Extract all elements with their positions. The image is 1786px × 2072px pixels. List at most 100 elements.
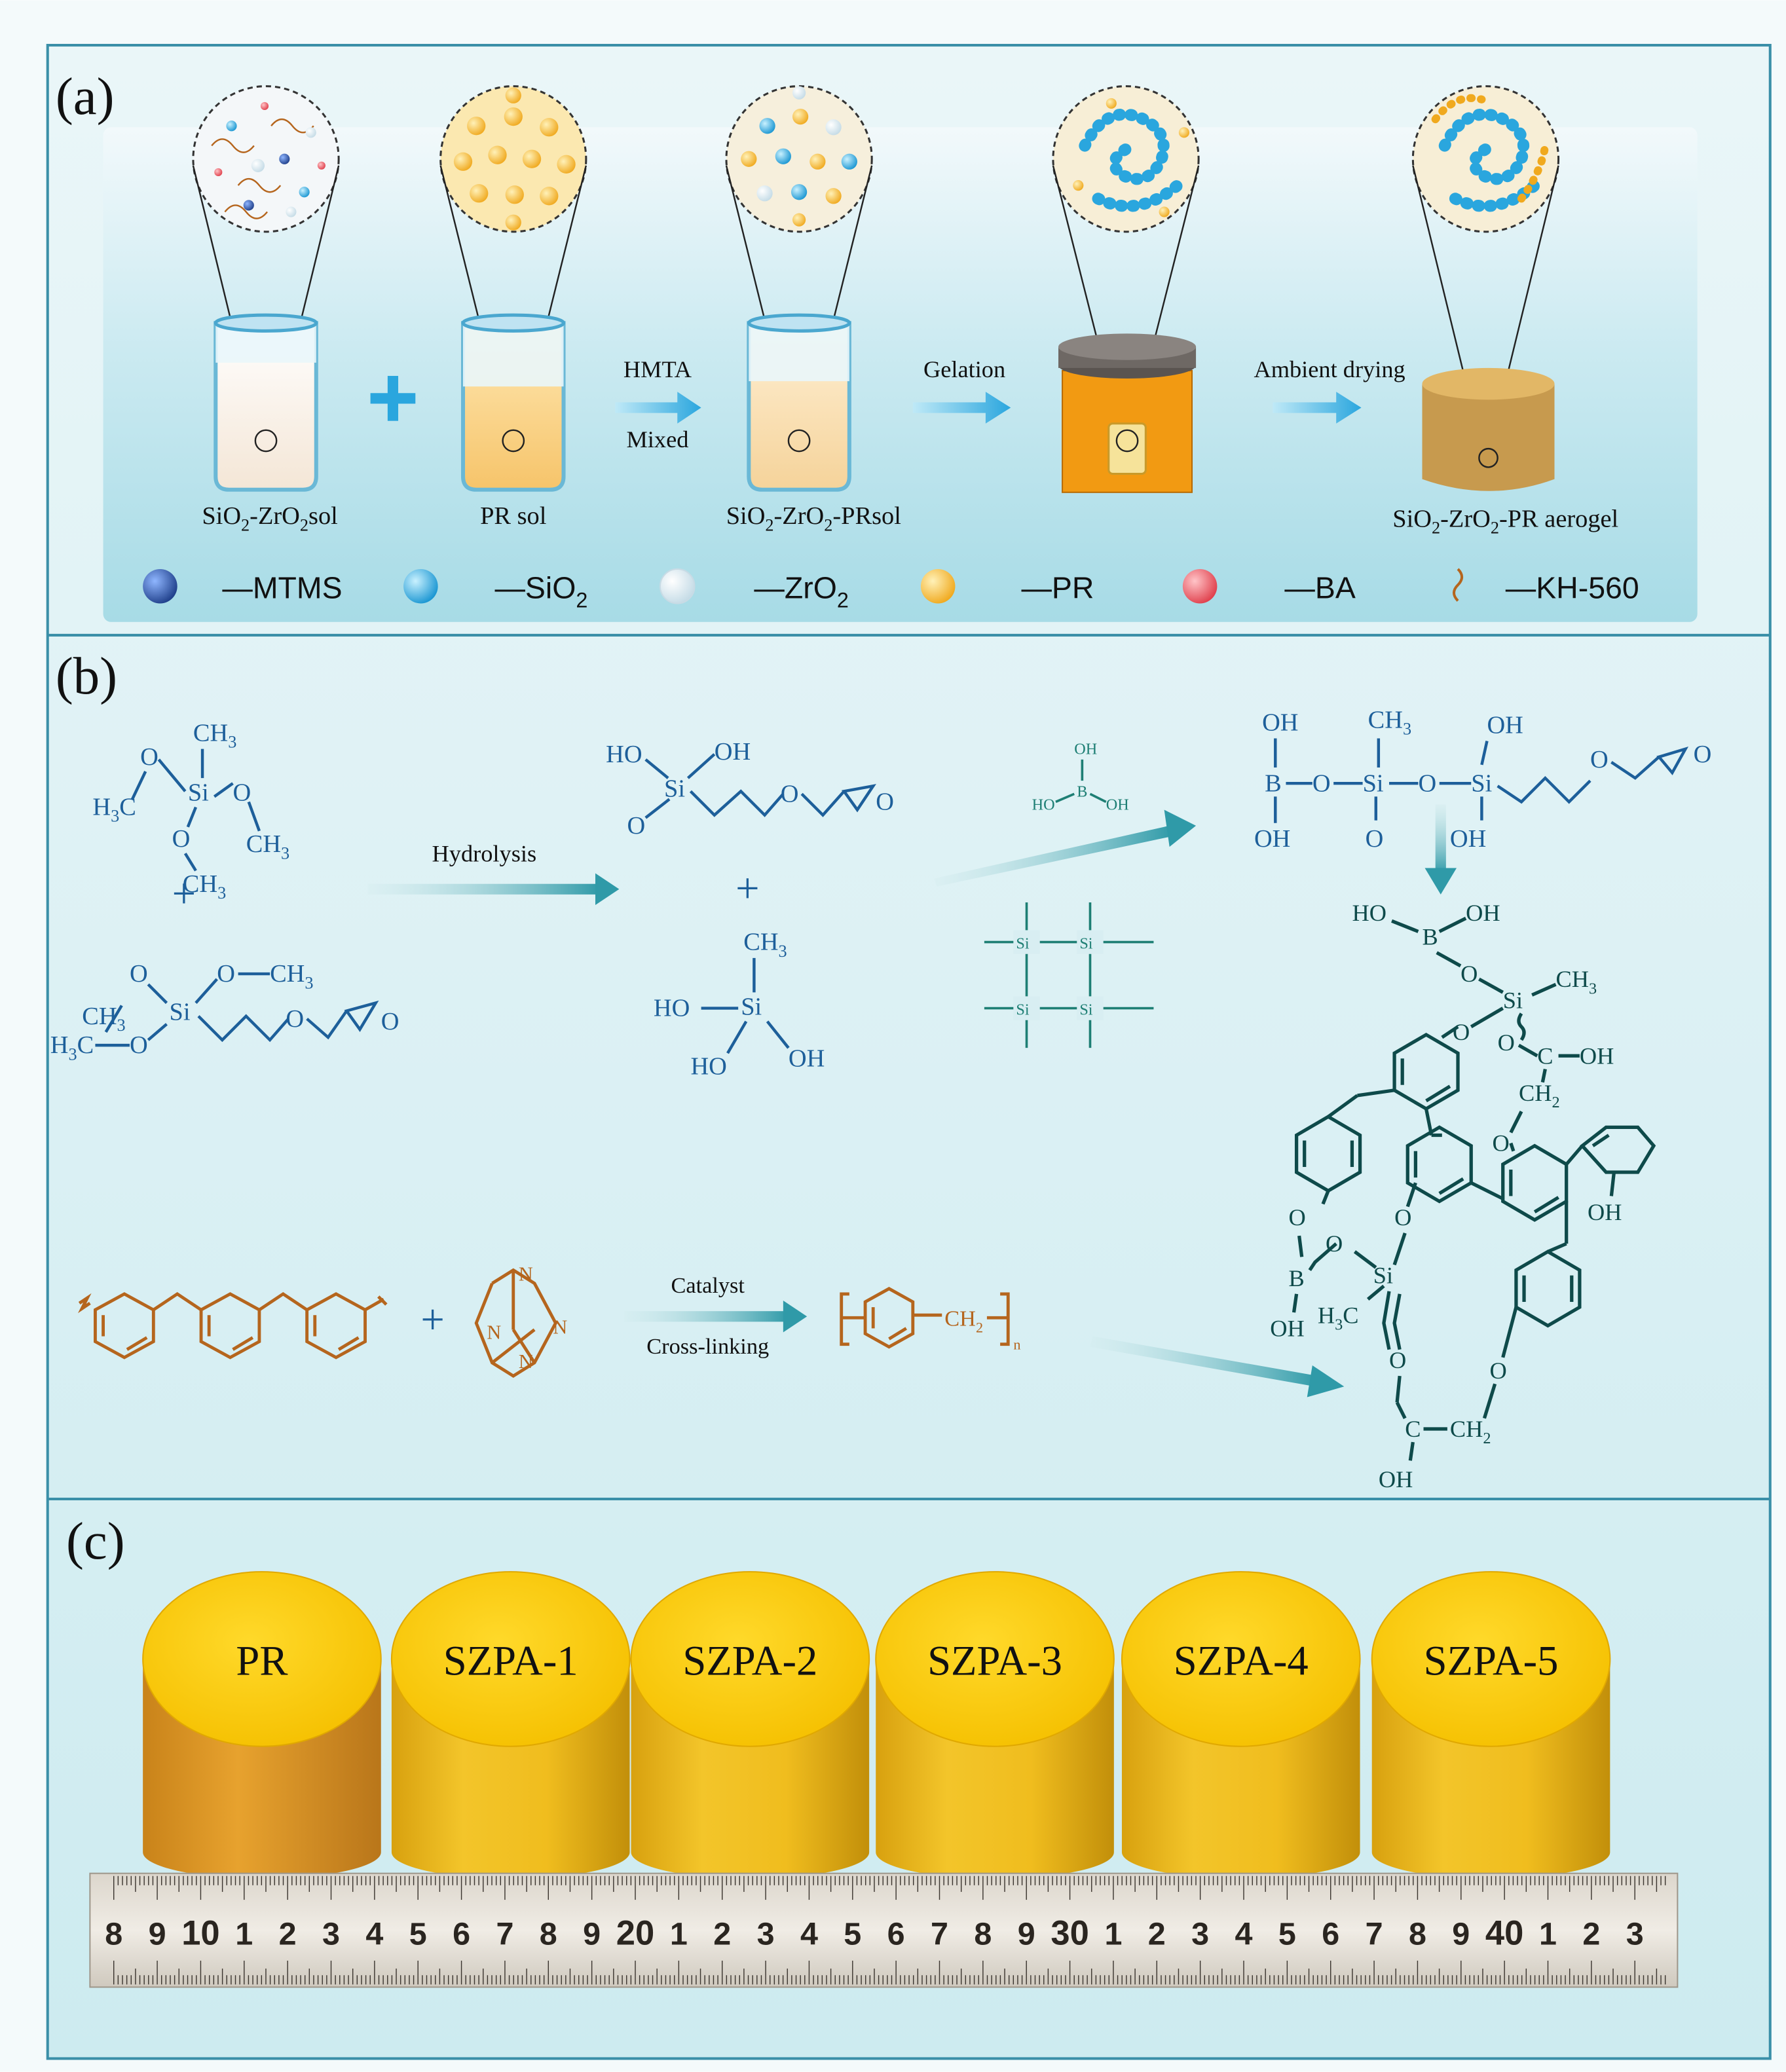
svg-text:C: C	[1537, 1043, 1553, 1069]
svg-text:N: N	[553, 1316, 567, 1339]
sample-szpa-3: SZPA-3	[875, 1571, 1115, 1879]
svg-text:OH: OH	[1074, 741, 1097, 758]
svg-text:O: O	[1490, 1358, 1507, 1384]
sample-top	[1371, 1571, 1611, 1747]
label-hmta: HMTA	[623, 356, 692, 382]
ruler-number: 6	[453, 1917, 470, 1952]
boric-acid: OH B HO OH	[1032, 741, 1129, 814]
polymer-repeat-unit: CH2 n	[840, 1287, 1020, 1353]
legend-label-pr: —PR	[1021, 570, 1094, 604]
sample-szpa-2: SZPA-2	[630, 1571, 870, 1879]
legend-label-kh560: —KH-560	[1506, 570, 1639, 604]
svg-text:N: N	[487, 1322, 501, 1344]
ruler-number: 2	[713, 1917, 731, 1952]
ruler-number: 1	[670, 1917, 688, 1952]
zoom-gel	[1073, 98, 1189, 217]
sample-top	[142, 1571, 382, 1747]
svg-text:CH3: CH3	[193, 720, 236, 752]
ruler-number: 4	[365, 1917, 383, 1952]
svg-text:O: O	[1326, 1230, 1343, 1257]
zoom-sio2-zro2-sol	[211, 102, 326, 219]
mtms-structure: CH3 Si O H3C O CH3 O CH3 +	[92, 720, 289, 917]
legend-swatch-zro2	[659, 568, 696, 604]
legend-swatch-pr	[920, 568, 956, 604]
svg-text:OH: OH	[1466, 900, 1500, 926]
svg-text:Si: Si	[1079, 935, 1092, 953]
svg-text:HO: HO	[690, 1053, 726, 1081]
ruler-number: 1	[1539, 1917, 1557, 1952]
svg-text:N: N	[519, 1263, 533, 1286]
svg-text:O: O	[627, 812, 645, 840]
ruler-number: 1	[235, 1917, 253, 1952]
svg-text:O: O	[1394, 1204, 1411, 1230]
svg-text:Si: Si	[1471, 769, 1492, 797]
label-hydrolysis: Hydrolysis	[432, 840, 537, 866]
hydrolyzed-kh560: HO OH Si O O O +	[606, 738, 894, 912]
ruler-number: 10	[181, 1914, 219, 1953]
label-mixed: Mixed	[626, 426, 688, 453]
label-ambient-drying: Ambient drying	[1254, 356, 1405, 382]
panel-b: (b) CH3 Si O H3C O CH3 O CH3 + O CH3 S	[50, 647, 1712, 1492]
arrow-gelation: Gelation	[912, 356, 1011, 424]
legend-swatch-ba	[1182, 568, 1218, 604]
ruler-number: 9	[583, 1917, 601, 1952]
svg-text:+: +	[420, 1296, 444, 1343]
svg-text:O: O	[217, 960, 235, 988]
sample-szpa-4: SZPA-4	[1121, 1571, 1361, 1879]
svg-text:O: O	[1453, 1019, 1470, 1045]
ruler-number: 6	[887, 1917, 905, 1952]
panel-a-label: (a)	[56, 67, 115, 126]
sample-szpa-1: SZPA-1	[390, 1571, 631, 1879]
arrow-down-to-network	[1424, 804, 1457, 895]
arrow-hmta: HMTA Mixed	[615, 356, 701, 453]
ruler-number: 4	[800, 1917, 818, 1952]
svg-text:O: O	[1460, 961, 1478, 987]
panel-c-label: (c)	[66, 1512, 125, 1570]
svg-text:O: O	[140, 743, 158, 771]
ruler-number: 3	[1191, 1917, 1209, 1952]
arrow-catalyst: Catalyst Cross-linking	[624, 1273, 808, 1359]
ruler-number: 9	[149, 1917, 166, 1952]
svg-text:OH: OH	[715, 738, 751, 766]
svg-text:C: C	[1405, 1416, 1421, 1442]
legend-label-ba: —BA	[1284, 570, 1355, 604]
panel-b-label: (b)	[56, 647, 117, 705]
ruler-number: 3	[757, 1917, 775, 1952]
svg-text:O: O	[286, 1005, 304, 1033]
sample-pr: PR	[142, 1571, 382, 1879]
ruler-number: 5	[1278, 1917, 1296, 1952]
svg-text:B: B	[1423, 924, 1438, 950]
panel-a: (a) HMTA Mixe	[56, 67, 1698, 622]
arrow-hydrolysis: Hydrolysis	[367, 840, 620, 906]
plus-sign	[370, 376, 416, 421]
svg-text:O: O	[1288, 1204, 1305, 1230]
ruler-number: 6	[1322, 1917, 1339, 1952]
hmta-structure: N N N N	[474, 1263, 567, 1378]
ruler-number: 8	[540, 1917, 557, 1952]
legend-label-mtms: —MTMS	[222, 570, 342, 604]
sample-top	[1121, 1571, 1361, 1747]
ruler-number: 3	[322, 1917, 340, 1952]
svg-text:Si: Si	[1503, 988, 1523, 1014]
sample-top	[390, 1571, 631, 1747]
ruler-number: 8	[105, 1917, 122, 1952]
svg-text:Si: Si	[741, 993, 762, 1021]
ruler-number: 30	[1051, 1914, 1088, 1953]
svg-text:HO: HO	[654, 995, 690, 1022]
arrow-to-network	[1090, 1336, 1345, 1397]
sample-szpa-5: SZPA-5	[1371, 1571, 1611, 1879]
svg-text:Si: Si	[1016, 1001, 1029, 1019]
label-catalyst: Catalyst	[671, 1273, 745, 1298]
svg-text:OH: OH	[1487, 711, 1523, 739]
ruler-number: 7	[496, 1917, 513, 1952]
svg-text:OH: OH	[789, 1045, 825, 1072]
arrow-ambient-drying: Ambient drying	[1254, 356, 1405, 424]
svg-text:Si: Si	[1079, 1001, 1092, 1019]
ruler-number: 7	[1366, 1917, 1383, 1952]
svg-text:Si: Si	[664, 775, 685, 802]
zoom-aerogel	[1431, 94, 1550, 212]
svg-text:O: O	[781, 780, 799, 807]
sample-label: SZPA-4	[1174, 1637, 1309, 1684]
svg-text:O: O	[1312, 769, 1331, 797]
